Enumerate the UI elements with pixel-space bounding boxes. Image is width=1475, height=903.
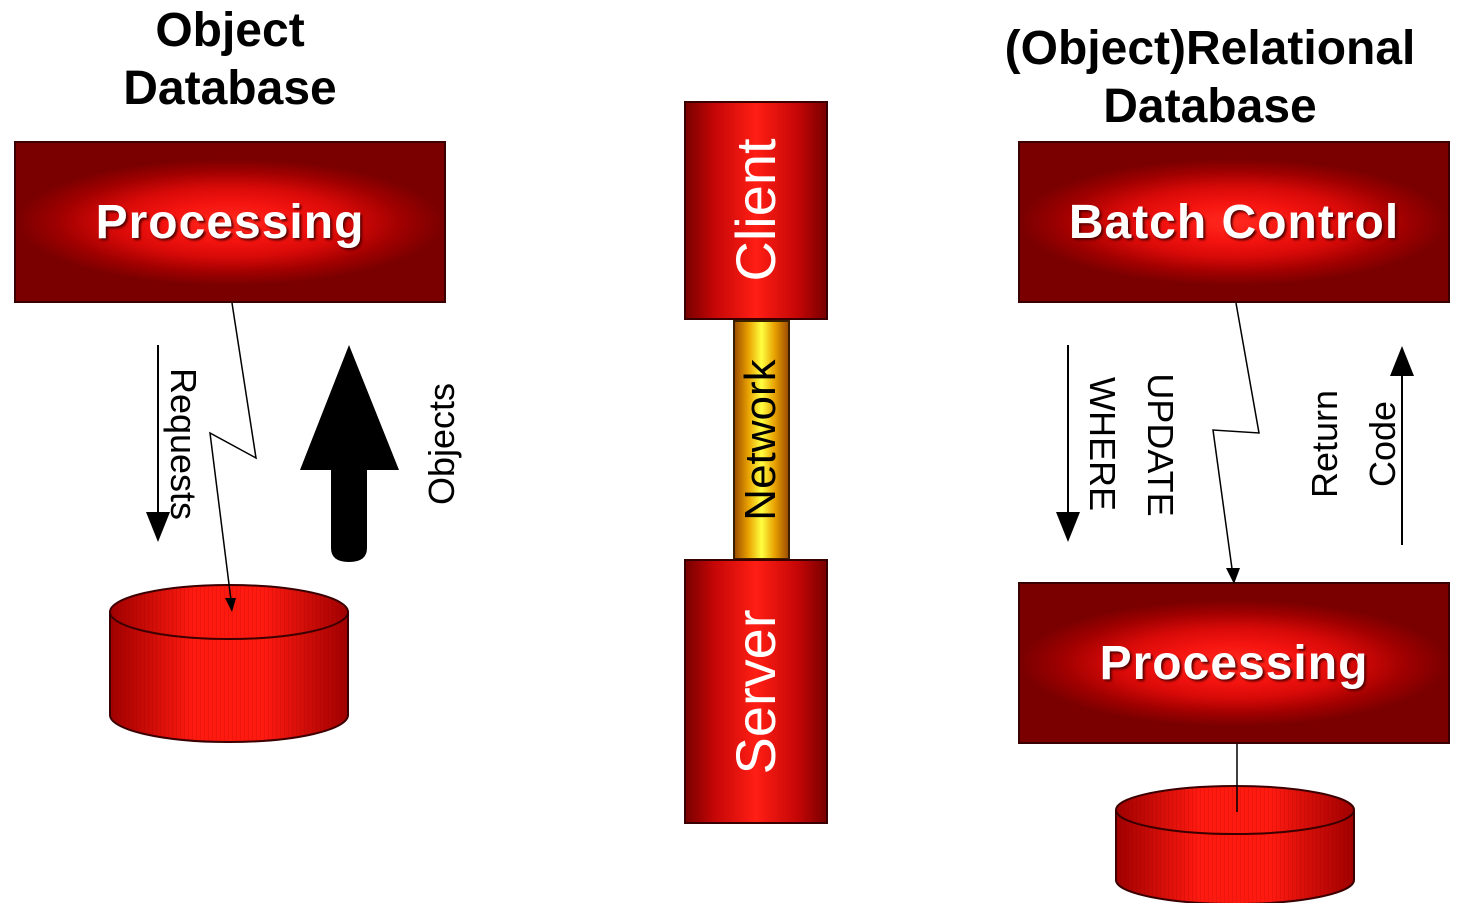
requests-arrow (146, 345, 170, 542)
update-label: UPDATE (1140, 373, 1181, 517)
server-box (684, 559, 828, 824)
return-label: Return (1304, 389, 1345, 499)
right-lightning-line (1212, 302, 1260, 577)
left-processing-box: Processing (14, 141, 446, 303)
network-box (733, 320, 790, 560)
batch-control-label: Batch Control (1068, 195, 1400, 249)
objects-label: Objects (421, 382, 462, 506)
update-where-arrow (1056, 345, 1080, 542)
return-code-arrow (1390, 346, 1414, 545)
requests-label: Requests (163, 367, 204, 521)
right-processing-label: Processing (1099, 636, 1369, 690)
right-database-cylinder (1115, 785, 1355, 903)
code-label: Code (1362, 400, 1403, 488)
left-database-cylinder (109, 584, 349, 743)
left-processing-label: Processing (95, 195, 365, 249)
batch-control-box: Batch Control (1018, 141, 1450, 303)
server-label: Server (724, 609, 787, 775)
right-title: (Object)Relational Database (1004, 22, 1416, 133)
objects-arrow (300, 345, 399, 562)
left-lightning-line (209, 302, 257, 609)
where-label: WHERE (1082, 377, 1123, 511)
right-processing-box: Processing (1018, 582, 1450, 744)
left-title: Object Database (123, 4, 337, 115)
client-box (684, 101, 828, 320)
